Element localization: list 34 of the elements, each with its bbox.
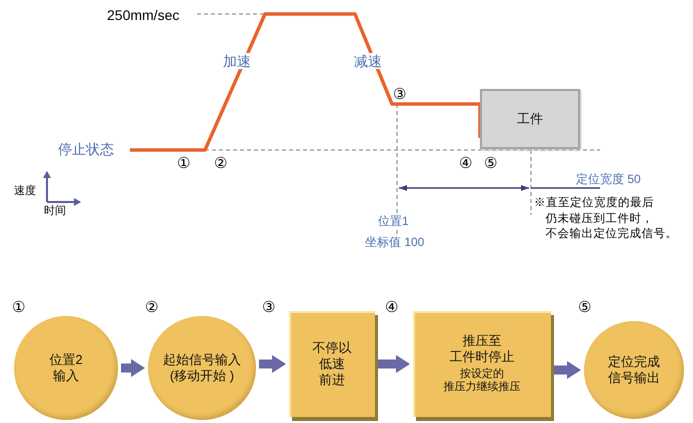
phase-label: 加速 — [221, 53, 253, 70]
step-number: ③ — [262, 299, 275, 316]
state-label: 停止状态 — [56, 141, 116, 158]
step-text: 位置2输入 — [49, 352, 83, 384]
step-text: 推压至工件时停止 — [450, 333, 514, 366]
coordinate-label: 坐标值 100 — [363, 236, 426, 250]
step-text: 起始信号输入(移动开始 ) — [163, 352, 241, 384]
step-number: ④ — [385, 299, 398, 316]
step-number: ② — [145, 299, 158, 316]
arrow — [121, 359, 145, 377]
position-label: 位置1 — [376, 215, 411, 229]
phase-label: 减速 — [352, 53, 384, 70]
step-text: 工件 — [517, 110, 543, 128]
step-number: ① — [177, 155, 190, 172]
axis-label: 速度 — [14, 185, 36, 198]
dimension-label: 定位宽度 50 — [574, 173, 643, 187]
arrow — [259, 355, 286, 373]
step-box — [289, 311, 375, 417]
step-number: ③ — [393, 86, 406, 104]
step-number: ④ — [459, 155, 472, 172]
arrow — [378, 355, 410, 373]
step-number: ① — [12, 299, 25, 316]
step-number: ⑤ — [578, 299, 591, 316]
step-box — [413, 311, 551, 417]
speed-value: 250mm/sec — [107, 7, 180, 24]
step-number: ⑤ — [484, 155, 497, 172]
step-text: 不停以低速前进 — [312, 340, 352, 388]
arrow — [554, 361, 581, 379]
step-text: 定位完成信号输出 — [608, 354, 660, 386]
workpiece-box — [480, 89, 580, 149]
step-number: ② — [214, 155, 227, 172]
note-text: ※直至定位宽度的最后仍未碰压到工件时，不会输出定位完成信号。 — [534, 196, 678, 242]
axis-label: 时间 — [44, 205, 66, 218]
step-note: 按设定的推压力继续推压 — [444, 368, 520, 395]
